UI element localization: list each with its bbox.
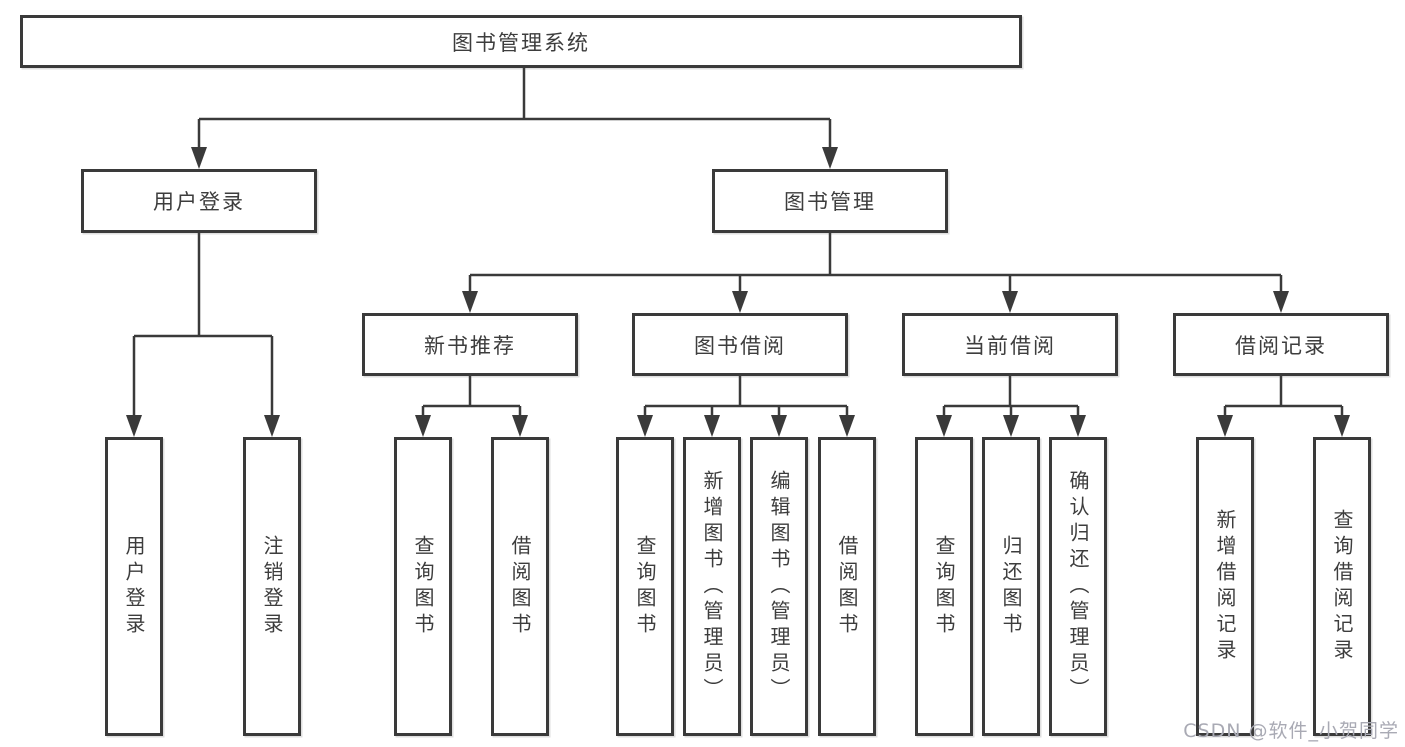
- leaf-label: 查询借阅记录: [1330, 508, 1354, 665]
- leaf-query-borrow-record: 查询借阅记录: [1313, 437, 1371, 736]
- connector-new-book-branch: [421, 376, 522, 418]
- node-book-borrow: 图书借阅: [632, 313, 848, 376]
- arrowhead-icon: [1070, 415, 1086, 437]
- arrowhead-icon: [462, 291, 478, 313]
- leaf-borrow-books-borrow: 借阅图书: [818, 437, 876, 736]
- leaf-label: 注销登录: [260, 534, 284, 639]
- arrowhead-icon: [732, 291, 748, 313]
- node-book-management: 图书管理: [712, 169, 948, 233]
- arrowhead-icon: [126, 415, 142, 437]
- node-library-management-system: 图书管理系统: [20, 15, 1022, 68]
- arrowhead-icon: [1003, 415, 1019, 437]
- node-user-login: 用户登录: [81, 169, 317, 233]
- arrowhead-icon: [771, 415, 787, 437]
- node-borrow-records: 借阅记录: [1173, 313, 1389, 376]
- leaf-label: 查询图书: [411, 534, 435, 639]
- connector-borrow-records-branch: [1223, 376, 1344, 418]
- arrowhead-icon: [1273, 291, 1289, 313]
- leaf-label: 新增借阅记录: [1213, 508, 1237, 665]
- arrowhead-icon: [512, 415, 528, 437]
- arrowhead-icon: [822, 147, 838, 169]
- leaf-label: 查询图书: [633, 534, 657, 639]
- leaf-label: 用户登录: [122, 534, 146, 639]
- arrowhead-icon: [704, 415, 720, 437]
- node-label: 借阅记录: [1235, 333, 1327, 358]
- leaf-query-books-current: 查询图书: [915, 437, 973, 736]
- connector-root-branch: [197, 117, 832, 150]
- leaf-label: 归还图书: [999, 534, 1023, 639]
- arrowhead-icon: [415, 415, 431, 437]
- arrowhead-icon: [1002, 291, 1018, 313]
- connector-book-management-branch: [468, 233, 1283, 294]
- leaf-label: 查询图书: [932, 534, 956, 639]
- leaf-logout: 注销登录: [243, 437, 301, 736]
- node-label: 当前借阅: [964, 333, 1056, 358]
- arrowhead-icon: [1334, 415, 1350, 437]
- node-label: 新书推荐: [424, 333, 516, 358]
- connector-book-borrow-branch: [643, 376, 849, 418]
- arrowhead-icon: [936, 415, 952, 437]
- node-label: 用户登录: [153, 190, 245, 214]
- leaf-user-login: 用户登录: [105, 437, 163, 736]
- arrowhead-icon: [264, 415, 280, 437]
- leaf-label: 新增图书（管理员）: [700, 469, 724, 704]
- arrowhead-icon: [1217, 415, 1233, 437]
- connector-current-borrow-branch: [942, 376, 1080, 418]
- leaf-add-borrow-record: 新增借阅记录: [1196, 437, 1254, 736]
- arrowhead-icon: [839, 415, 855, 437]
- leaf-label: 确认归还（管理员）: [1066, 469, 1090, 704]
- leaf-label: 编辑图书（管理员）: [767, 469, 791, 704]
- leaf-label: 借阅图书: [508, 534, 532, 639]
- leaf-return-book: 归还图书: [982, 437, 1040, 736]
- leaf-add-book-admin: 新增图书（管理员）: [683, 437, 741, 736]
- connector-user-login-branch: [132, 233, 274, 418]
- node-label: 图书管理系统: [452, 30, 590, 55]
- node-current-borrow: 当前借阅: [902, 313, 1118, 376]
- arrowheads: [126, 147, 1350, 437]
- node-new-book-recommend: 新书推荐: [362, 313, 578, 376]
- arrowhead-icon: [637, 415, 653, 437]
- leaf-label: 借阅图书: [835, 534, 859, 639]
- csdn-watermark: CSDN @软件_小贺同学: [1183, 720, 1399, 742]
- arrowhead-icon: [191, 147, 207, 169]
- node-label: 图书管理: [784, 190, 876, 214]
- node-label: 图书借阅: [694, 333, 786, 358]
- leaf-query-books-recommend: 查询图书: [394, 437, 452, 736]
- leaf-borrow-books-recommend: 借阅图书: [491, 437, 549, 736]
- leaf-query-books-borrow: 查询图书: [616, 437, 674, 736]
- leaf-edit-book-admin: 编辑图书（管理员）: [750, 437, 808, 736]
- leaf-confirm-return-admin: 确认归还（管理员）: [1049, 437, 1107, 736]
